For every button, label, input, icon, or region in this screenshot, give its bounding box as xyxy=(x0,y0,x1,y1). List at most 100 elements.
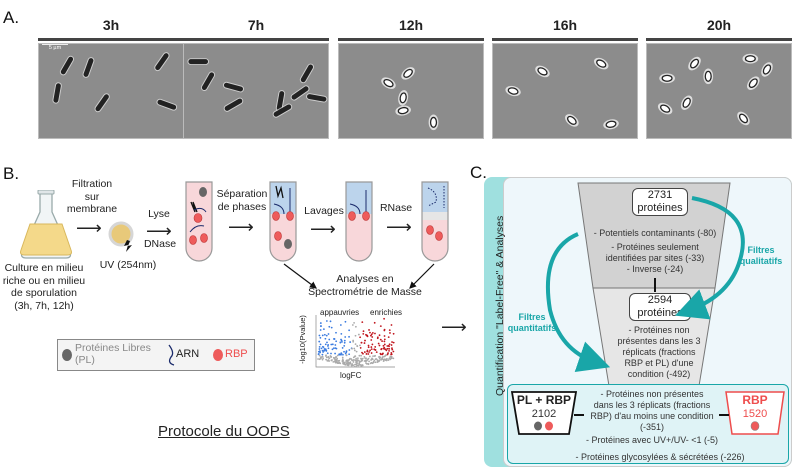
quantitative-arrow-icon xyxy=(545,232,611,372)
bacterial-cell xyxy=(82,57,95,78)
volcano-point xyxy=(343,350,345,353)
volcano-point xyxy=(319,336,322,339)
volcano-point xyxy=(367,353,370,355)
bacterial-cell xyxy=(275,90,286,112)
volcano-point xyxy=(367,346,370,349)
filter-item: RBP) d'au moins une condition xyxy=(590,411,714,421)
volcano-point xyxy=(369,331,371,334)
timepoint-label: 16h xyxy=(552,17,578,33)
volcano-point xyxy=(371,331,374,334)
volcano-point xyxy=(356,360,359,362)
volcano-point xyxy=(317,353,320,355)
filtration-label: Filtration sur membrane xyxy=(64,178,120,216)
timepoint-label: 3h xyxy=(102,17,120,33)
volcano-point xyxy=(327,333,330,335)
volcano-point xyxy=(390,344,393,346)
volcano-point xyxy=(348,329,351,332)
volcano-point xyxy=(391,341,393,343)
volcano-point xyxy=(383,343,386,346)
label-line: quantitatifs xyxy=(507,323,557,333)
rbp-count: 1520 xyxy=(742,408,768,420)
lyse-label: Lyse xyxy=(148,208,170,220)
volcano-point xyxy=(387,344,390,347)
volcano-point xyxy=(370,358,373,361)
quantitative-filters: - Protéines non présentes dans les 3 rép… xyxy=(600,325,718,380)
rnase-tube-icon xyxy=(421,181,449,262)
volcano-point xyxy=(333,338,335,340)
bacterial-cell xyxy=(154,52,170,72)
volcano-point xyxy=(324,337,327,340)
arrow-to-ms-icon xyxy=(409,263,435,289)
volcano-point xyxy=(324,355,327,357)
arrow-right-icon: ⟶ xyxy=(76,218,102,238)
micrograph xyxy=(492,43,638,139)
spore-cell xyxy=(761,62,773,77)
spore-cell xyxy=(395,105,411,116)
volcano-point xyxy=(340,353,342,356)
volcano-point xyxy=(379,325,382,328)
volcano-point xyxy=(363,342,366,344)
volcano-point xyxy=(354,343,357,346)
legend-pl-line: (PL) xyxy=(75,354,95,366)
volcano-point xyxy=(342,353,344,356)
count-unit: protéines xyxy=(637,307,683,319)
volcano-point xyxy=(319,329,322,331)
culture-line: Culture en milieu xyxy=(4,262,84,274)
volcano-point xyxy=(320,347,323,350)
phase-separation-tube-icon xyxy=(269,181,297,262)
volcano-point xyxy=(387,359,390,361)
volcano-point xyxy=(359,347,362,349)
volcano-left-label: appauvries xyxy=(320,308,360,317)
volcano-point xyxy=(325,320,328,322)
volcano-point xyxy=(370,352,373,354)
bacterial-cell xyxy=(200,71,216,91)
volcano-point xyxy=(383,329,386,332)
volcano-point xyxy=(349,341,352,343)
spore-cell xyxy=(565,114,579,127)
volcano-point xyxy=(322,351,325,353)
qualitative-filters: - Potentiels contaminants (-80) - Protéi… xyxy=(580,228,730,275)
volcano-point xyxy=(319,322,322,324)
volcano-point xyxy=(372,355,374,358)
ms-line: Spectrométrie de Masse xyxy=(308,285,422,298)
legend-box: Protéines Libres (PL) ARN RBP xyxy=(57,339,255,371)
volcano-point xyxy=(369,334,372,337)
volcano-point xyxy=(326,341,328,344)
volcano-point xyxy=(335,347,338,350)
volcano-point xyxy=(345,354,348,357)
bacterial-cell xyxy=(52,82,62,104)
label-line: Filtres xyxy=(747,245,775,255)
volcano-point xyxy=(383,317,385,320)
volcano-point xyxy=(352,339,355,342)
volcano-point xyxy=(371,362,374,365)
volcano-point xyxy=(360,363,362,366)
spore-cell xyxy=(746,76,760,90)
volcano-point xyxy=(369,362,372,365)
volcano-point xyxy=(329,320,332,323)
spore-cell xyxy=(680,95,693,110)
dnase-label: DNase xyxy=(143,238,177,250)
volcano-point xyxy=(381,356,384,358)
filter-item: dans les 3 réplicats (fractions xyxy=(593,400,711,410)
volcano-point xyxy=(361,321,364,324)
volcano-point xyxy=(336,354,339,357)
volcano-point xyxy=(358,354,361,357)
arrow-right-icon: ⟶ xyxy=(441,317,467,337)
volcano-point xyxy=(338,361,341,364)
volcano-point xyxy=(382,360,385,363)
spore-cell xyxy=(688,56,701,71)
volcano-point xyxy=(330,326,333,329)
spore-cell xyxy=(594,57,609,70)
volcano-point xyxy=(379,352,382,355)
final-filters: - Protéines non présentes dans les 3 rép… xyxy=(582,389,722,446)
volcano-plot: appauvries enrichies logFC -log10(Pvalue… xyxy=(298,305,402,385)
volcano-axis xyxy=(315,315,395,368)
volcano-point xyxy=(333,347,335,350)
volcano-point xyxy=(343,341,346,344)
legend-pl-line: Protéines Libres xyxy=(75,342,151,354)
volcano-point xyxy=(321,355,324,358)
volcano-point xyxy=(318,345,321,348)
filter-item: - Protéines avec UV+/UV- <1 (-5) xyxy=(585,435,719,445)
volcano-point xyxy=(368,360,370,363)
culture-line: de sporulation xyxy=(11,287,77,299)
